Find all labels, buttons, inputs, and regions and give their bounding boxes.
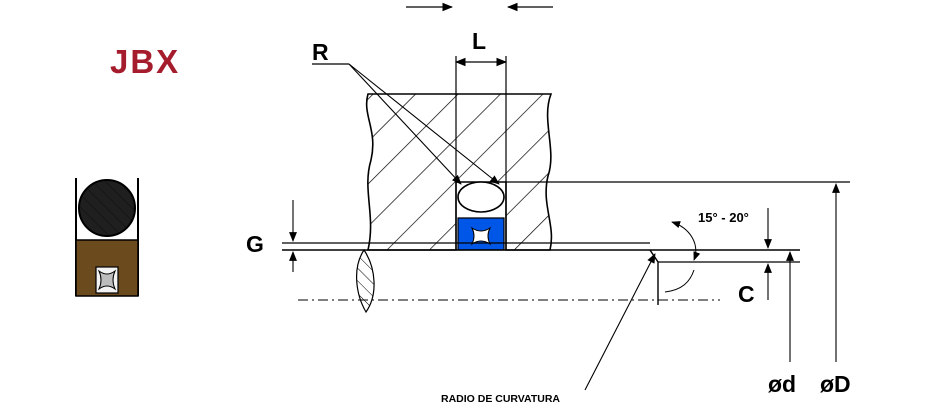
label-r: R: [312, 39, 329, 65]
o-ring-icon: [78, 179, 136, 237]
label-radius-note: RADIO DE CURVATURA: [441, 393, 560, 405]
label-l: L: [472, 28, 486, 54]
r-leader-1: [348, 63, 462, 185]
label-d: ød: [768, 371, 796, 397]
label-g: G: [246, 231, 264, 257]
r-leader-2: [348, 63, 500, 185]
chamfer-detail: [649, 221, 800, 305]
radius-leader: [584, 253, 656, 391]
brand-logo: JBX: [110, 43, 180, 80]
seal-in-groove: [457, 181, 505, 251]
seal-thumbnail: [75, 178, 139, 297]
o-ring-section: [457, 181, 505, 213]
label-D: øD: [820, 371, 851, 397]
x-ring-icon: [95, 266, 119, 294]
label-angle: 15° - 20°: [698, 210, 749, 225]
shaft-break: [356, 248, 375, 314]
label-c: C: [738, 281, 755, 307]
x-ring-section: [470, 226, 492, 246]
